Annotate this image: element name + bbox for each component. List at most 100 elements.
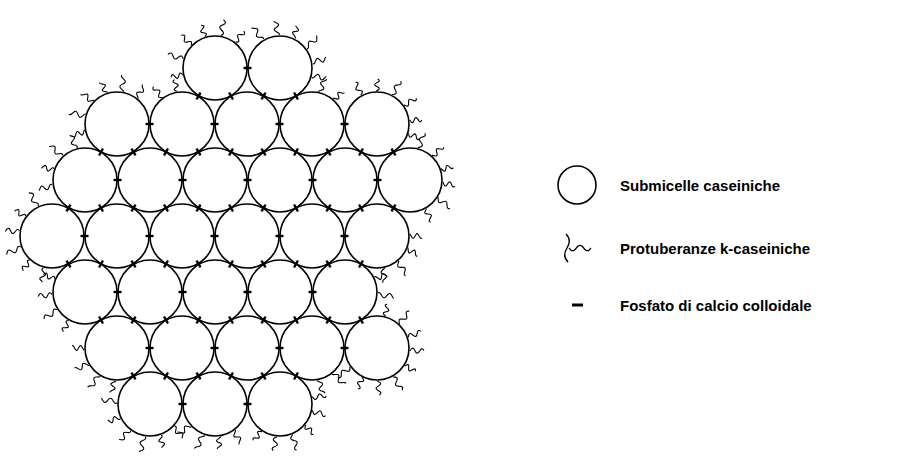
calcium-phosphate-dash [114, 291, 122, 293]
k-casein-hair [333, 92, 345, 99]
calcium-phosphate-dash [229, 317, 233, 324]
hair-sample [569, 245, 591, 250]
calcium-phosphate-dash [131, 261, 135, 268]
calcium-phosphate-dash [196, 373, 200, 380]
k-casein-hair [443, 182, 455, 187]
calcium-phosphate-dash [244, 403, 252, 405]
calcium-phosphate-dash [196, 205, 200, 212]
calcium-phosphate-dash [359, 149, 363, 156]
k-casein-hair [15, 210, 26, 217]
k-casein-hair [88, 377, 101, 388]
k-casein-hair [39, 184, 52, 190]
submicelle-circle [118, 372, 182, 436]
calcium-phosphate-dash [276, 235, 284, 237]
calcium-phosphate-dash [359, 261, 363, 268]
k-casein-hair [70, 136, 78, 148]
k-casein-hair [272, 437, 277, 451]
k-casein-hair [253, 431, 262, 440]
calcium-phosphate-dash [146, 235, 154, 237]
calcium-phosphate-dash [261, 149, 265, 156]
submicelle-circle [248, 36, 312, 100]
calcium-phosphate-dash [99, 205, 103, 212]
k-casein-hair [22, 260, 29, 271]
k-casein-hair [108, 417, 120, 423]
k-casein-hair [408, 248, 417, 257]
k-casein-hair [74, 363, 89, 370]
calcium-phosphate-dash [229, 93, 233, 100]
k-casein-hair [173, 80, 178, 92]
k-casein-hair [153, 87, 163, 98]
legend-swatch [552, 226, 602, 270]
k-casein-hair [438, 197, 450, 208]
calcium-phosphate-dash [229, 373, 233, 380]
calcium-phosphate-dash [131, 317, 135, 324]
submicelle-circle [313, 260, 377, 324]
submicelle-circle [150, 204, 214, 268]
calcium-phosphate-dash [276, 347, 284, 349]
k-casein-hair [410, 348, 424, 353]
submicelle-circle [248, 260, 312, 324]
legend-swatch [552, 163, 602, 207]
calcium-phosphate-dash [244, 67, 252, 69]
calcium-phosphate-dash [326, 261, 330, 268]
submicelle-circle [85, 316, 149, 380]
calcium-phosphate-dash [276, 123, 284, 125]
calcium-phosphate-dash [326, 317, 330, 324]
submicelle-circle [248, 148, 312, 212]
k-casein-hair [120, 75, 125, 92]
calcium-phosphate-dash [294, 149, 298, 156]
calcium-phosphate-dash [341, 347, 349, 349]
calcium-phosphate-dash [211, 347, 219, 349]
k-casein-hair [201, 25, 207, 36]
calcium-phosphate-dash [211, 235, 219, 237]
k-casein-hair [43, 273, 54, 279]
calcium-phosphate-dash [391, 205, 395, 212]
calcium-phosphate-dash [341, 235, 349, 237]
calcium-phosphate-dash [66, 205, 70, 212]
calcium-phosphate-dash [164, 261, 168, 268]
k-casein-hair [392, 81, 401, 94]
k-casein-hair [137, 85, 144, 99]
calcium-phosphate-dash [66, 261, 70, 268]
k-casein-hair [119, 431, 130, 440]
calcium-phosphate-dash [131, 149, 135, 156]
calcium-phosphate-dash [99, 261, 103, 268]
legend-label: Fosfato di calcio colloidale [620, 297, 812, 314]
submicelle-circle [183, 260, 247, 324]
legend-entry: Protuberanze k-caseiniche [552, 226, 810, 270]
k-casein-hair [376, 381, 381, 395]
submicelle-circle [150, 92, 214, 156]
calcium-phosphate-dash [81, 235, 89, 237]
k-casein-hairs [5, 20, 454, 452]
k-casein-hair [251, 28, 263, 39]
k-casein-hair [5, 228, 19, 233]
submicelle-circle [150, 316, 214, 380]
k-casein-hair [405, 365, 416, 372]
k-casein-hair [29, 193, 39, 206]
k-casein-hair [418, 133, 426, 148]
k-casein-hair [194, 436, 205, 449]
calcium-phosphate-dash [261, 317, 265, 324]
submicelle-circle [215, 204, 279, 268]
k-casein-hair [410, 234, 422, 239]
k-casein-hair [383, 304, 389, 316]
k-casein-hair [293, 26, 299, 39]
calcium-phosphate-dash [326, 149, 330, 156]
calcium-phosphate-bonds [66, 68, 395, 404]
k-casein-hair [312, 394, 326, 400]
k-casein-hair [139, 437, 146, 452]
calcium-phosphate-dash [131, 205, 135, 212]
k-casein-hair [72, 346, 84, 351]
calcium-phosphate-dash [294, 205, 298, 212]
submicelle-sample [558, 166, 596, 204]
calcium-phosphate-dash [164, 205, 168, 212]
k-casein-hair [409, 134, 420, 140]
k-casein-hair [398, 261, 406, 276]
submicelle-circle [280, 92, 344, 156]
submicelle-circle [183, 372, 247, 436]
k-casein-hair [307, 35, 317, 48]
submicelle-circle [85, 204, 149, 268]
calcium-phosphate-dash [146, 347, 154, 349]
k-casein-hair [49, 146, 63, 155]
calcium-phosphate-dash [164, 317, 168, 324]
